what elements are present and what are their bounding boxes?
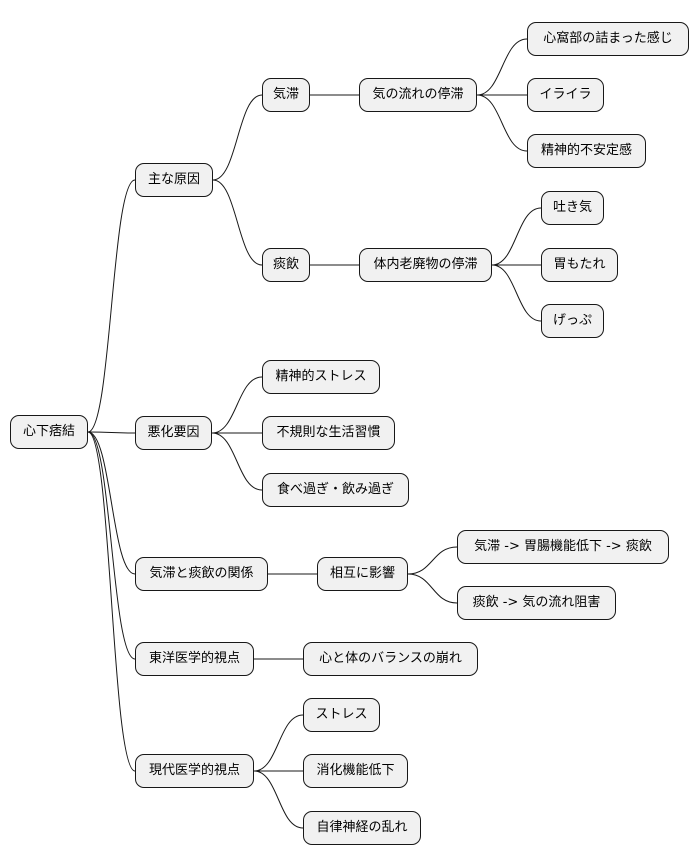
node-overeating-drinking: 食べ過ぎ・飲み過ぎ — [262, 473, 409, 507]
connector-line — [212, 179, 263, 266]
node-mental-stress: 精神的ストレス — [262, 360, 380, 394]
node-modern-view: 現代医学的視点 — [135, 754, 254, 788]
connector-line — [212, 94, 263, 181]
connector-line — [87, 431, 136, 434]
node-burping: げっぷ — [541, 304, 604, 338]
node-mind-body-imbalance: 心と体のバランスの崩れ — [303, 642, 478, 676]
connector-line — [491, 207, 542, 266]
node-mutual-influence: 相互に影響 — [317, 557, 408, 591]
root-node: 心下痞結 — [10, 415, 88, 449]
connector-line — [407, 546, 458, 575]
node-qi-flow-stagnation: 気の流れの停滞 — [359, 78, 477, 112]
node-stress: ストレス — [303, 698, 380, 732]
node-waste-stagnation: 体内老廃物の停滞 — [359, 248, 492, 282]
node-qi-stagnation: 気滞 — [262, 78, 310, 112]
connector-line — [211, 376, 263, 434]
node-nausea: 吐き気 — [541, 191, 604, 225]
node-aggravating-factors: 悪化要因 — [135, 416, 212, 450]
connector-line — [87, 431, 136, 660]
connector-line — [87, 431, 136, 772]
connector-line — [476, 94, 528, 152]
node-mental-instability: 精神的不安定感 — [527, 134, 646, 168]
connector-line — [476, 38, 528, 96]
node-irregular-lifestyle: 不規則な生活習慣 — [262, 416, 395, 450]
connector-line — [87, 431, 136, 575]
node-qi-phlegm-relation: 気滞と痰飲の関係 — [135, 557, 268, 591]
node-indigestion: 胃もたれ — [541, 248, 618, 282]
node-phlegm-fluid: 痰飲 — [262, 248, 310, 282]
node-autonomic-imbalance: 自律神経の乱れ — [303, 811, 421, 845]
node-main-causes: 主な原因 — [135, 163, 213, 197]
connector-line — [407, 573, 458, 604]
connector-line — [211, 432, 263, 491]
node-epigastric-fullness: 心窩部の詰まった感じ — [527, 22, 689, 56]
node-phlegm-blocks-qi: 痰飲 -> 気の流れ阻害 — [457, 586, 616, 620]
node-eastern-view: 東洋医学的視点 — [135, 642, 254, 676]
connector-line — [491, 264, 542, 322]
connector-line — [253, 714, 304, 772]
connector-line — [87, 179, 136, 433]
node-irritability: イライラ — [527, 78, 604, 112]
node-digestive-decline: 消化機能低下 — [303, 754, 408, 788]
connector-line — [253, 770, 304, 829]
node-qi-to-phlegm: 気滞 -> 胃腸機能低下 -> 痰飲 — [457, 530, 669, 564]
